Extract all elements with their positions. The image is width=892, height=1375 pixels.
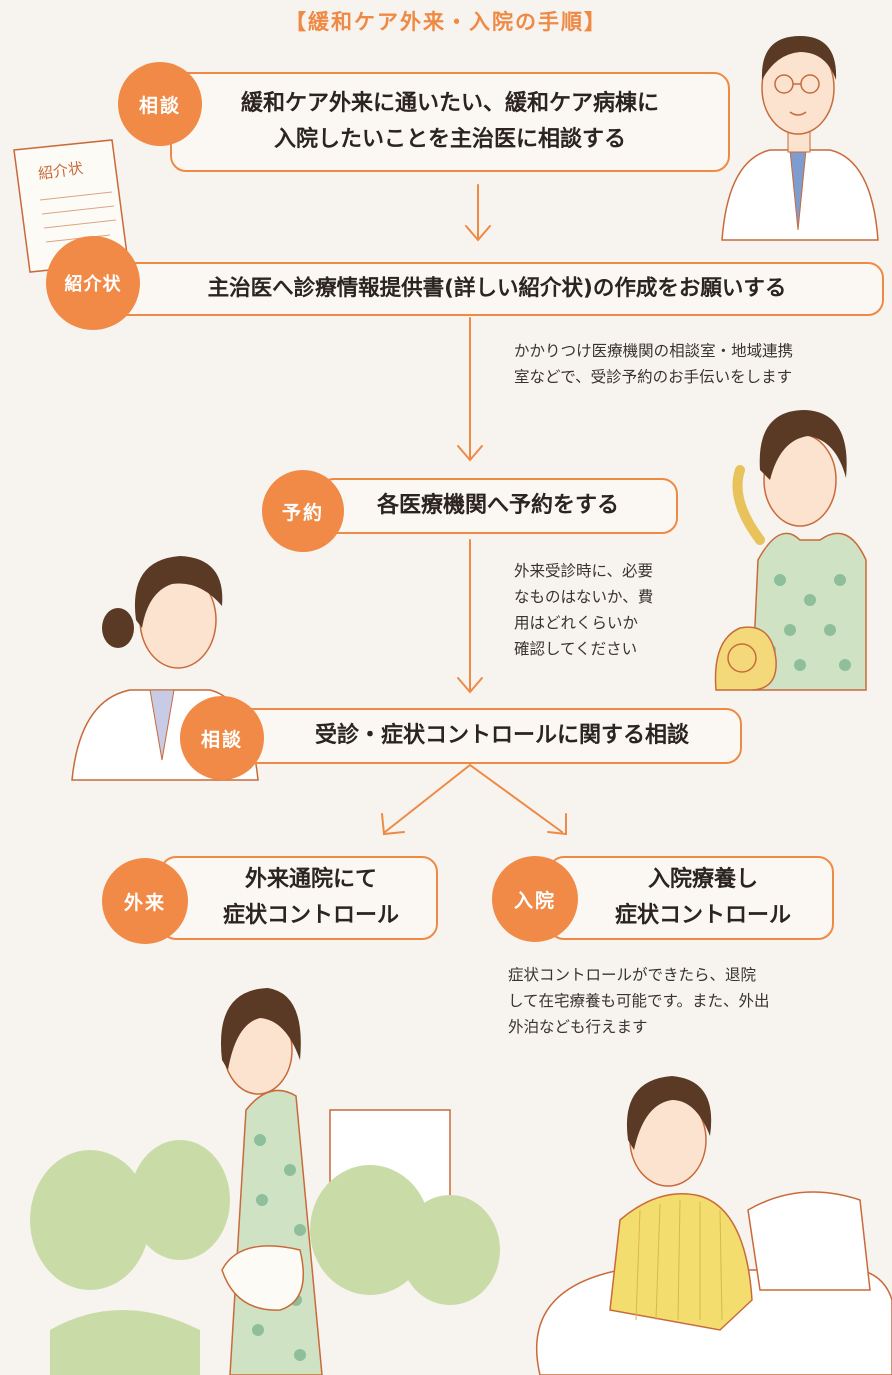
step-consult-box: 緩和ケア外来に通いたい、緩和ケア病棟に 入院したいことを主治医に相談する — [170, 72, 730, 172]
step-reservation-box: 各医療機関へ予約をする — [318, 478, 678, 534]
note-reservation-line2: なものはないか、費 — [514, 588, 654, 606]
note-inpatient-line1: 症状コントロールができたら、退院 — [508, 966, 757, 984]
step-consultation-badge: 相談 — [180, 696, 264, 780]
branch-outpatient-badge: 外来 — [102, 858, 188, 944]
branch-inpatient-box: 入院療養し 症状コントロール — [548, 856, 834, 940]
step-consult-line2: 入院したいことを主治医に相談する — [273, 127, 626, 152]
note-reservation-line4: 確認してください — [514, 640, 638, 658]
branch-inpatient-line1: 入院療養し — [647, 867, 758, 892]
note-inpatient-line2: して在宅療養も可能です。また、外出 — [508, 992, 770, 1010]
patient-in-bed-illustration — [535, 1076, 892, 1375]
walking-woman-illustration — [220, 988, 323, 1375]
step-referral-badge: 紹介状 — [46, 236, 140, 330]
note-reservation: 外来受診時に、必要 なものはないか、費 用はどれくらいか 確認してください — [514, 558, 704, 662]
step-consult-line1: 緩和ケア外来に通いたい、緩和ケア病棟に — [240, 91, 659, 116]
note-referral-line2: 室などで、受診予約のお手伝いをします — [514, 368, 793, 386]
branch-inpatient-badge: 入院 — [492, 856, 578, 942]
doctor-illustration — [721, 36, 879, 241]
step-reservation-badge: 予約 — [262, 470, 344, 552]
flow-arrows — [381, 184, 567, 836]
branch-outpatient-box: 外来通院にて 症状コントロール — [160, 856, 438, 940]
note-inpatient: 症状コントロールができたら、退院 して在宅療養も可能です。また、外出 外泊なども… — [508, 962, 878, 1040]
step-referral-box: 主治医へ診療情報提供書(詳しい紹介状)の作成をお願いする — [110, 262, 884, 316]
step-consult-badge: 相談 — [118, 62, 202, 146]
woman-on-phone-illustration — [714, 410, 867, 691]
trees-illustration — [30, 1109, 500, 1375]
note-reservation-line3: 用はどれくらいか — [514, 614, 639, 632]
page-title: 【緩和ケア外来・入院の手順】 — [285, 10, 607, 34]
note-reservation-line1: 外来受診時に、必要 — [514, 562, 654, 580]
step-consultation-box: 受診・症状コントロールに関する相談 — [222, 708, 742, 764]
note-referral-line1: かかりつけ医療機関の相談室・地域連携 — [514, 342, 794, 360]
branch-inpatient-line2: 症状コントロール — [614, 903, 791, 928]
branch-outpatient-line1: 外来通院にて — [244, 867, 377, 892]
note-inpatient-line3: 外泊なども行えます — [508, 1018, 648, 1036]
note-referral: かかりつけ医療機関の相談室・地域連携 室などで、受診予約のお手伝いをします — [514, 338, 886, 390]
branch-outpatient-line2: 症状コントロール — [222, 903, 399, 928]
